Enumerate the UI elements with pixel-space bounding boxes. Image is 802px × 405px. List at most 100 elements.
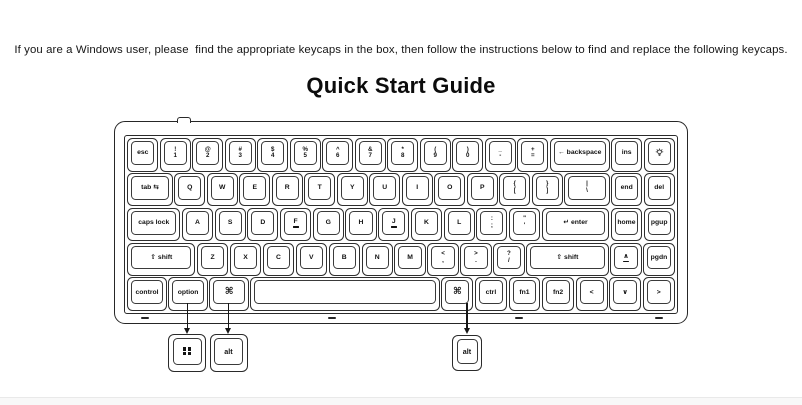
keycap-top: pgdn — [647, 245, 671, 270]
keycap-top: {[ — [503, 176, 527, 200]
key-backspace: ← backspace — [549, 138, 610, 172]
key-c: C — [262, 242, 295, 276]
keycap-top: &7 — [358, 141, 382, 165]
key-legend-top: + — [530, 145, 535, 153]
key-legend-bottom: = — [530, 152, 535, 160]
key-legend: P — [479, 184, 485, 192]
keycap-top: !1 — [163, 141, 187, 165]
keycap-top: I — [405, 176, 429, 200]
key-equal: += — [517, 138, 549, 172]
keycap-top: home — [614, 210, 639, 235]
key-tab: tab ⇆ — [127, 173, 173, 207]
key-y: Y — [336, 173, 368, 207]
keycap-top: ?/ — [497, 245, 521, 270]
keycap-top: H — [349, 210, 373, 235]
key-legend: ⌘ — [224, 286, 234, 298]
key-k: K — [410, 207, 443, 242]
key-8: *8 — [387, 138, 419, 172]
replace-arrow-head — [463, 328, 470, 334]
keycap-top — [172, 338, 202, 365]
key-legend-top: : — [490, 215, 493, 223]
key-i: I — [401, 173, 433, 207]
replacement-keycap-alt-left: alt — [209, 334, 248, 372]
keycap-top: )0 — [456, 141, 480, 165]
instruction-text: If you are a Windows user, please find t… — [14, 44, 788, 57]
key-legend-bottom: ' — [523, 221, 526, 229]
key-del: del — [643, 173, 675, 207]
keycap-top: ins — [615, 141, 639, 165]
key-legend: pgdn — [650, 253, 668, 261]
keycap-top: K — [414, 210, 439, 235]
key-9: (9 — [419, 138, 451, 172]
key-legend-top: { — [513, 180, 516, 188]
key-j: J — [378, 207, 410, 242]
key-legend: caps lock — [138, 218, 170, 226]
key-space — [250, 277, 440, 311]
key-o: O — [434, 173, 466, 207]
key-legend: ∧ — [623, 252, 629, 260]
key-legend-top: > — [474, 249, 478, 257]
keycap-top: @2 — [196, 141, 220, 165]
key-legend: pgup — [650, 218, 668, 226]
homing-bar — [292, 226, 299, 228]
key-legend: ← backspace — [557, 149, 602, 157]
key-l: L — [443, 207, 475, 242]
keyboard-foot — [655, 316, 663, 319]
key-legend: N — [374, 253, 380, 261]
key-5: %5 — [289, 138, 321, 172]
keycap-top: S — [218, 210, 242, 235]
key-arrow-left: < — [575, 277, 608, 311]
page-title: Quick Start Guide — [306, 73, 496, 98]
keycap-top: L — [447, 210, 471, 235]
key-shift-right: ⇧ shift — [526, 242, 609, 276]
key-command-right: ⌘ — [441, 277, 474, 311]
key-legend-bottom: ; — [490, 221, 493, 229]
key-minus: _- — [484, 138, 516, 172]
key-t: T — [304, 173, 336, 207]
keyboard-foot — [515, 316, 523, 319]
key-legend: Q — [187, 184, 193, 192]
key-legend: < — [589, 288, 594, 296]
key-legend: ctrl — [485, 288, 497, 296]
keycap-top: :; — [480, 210, 504, 235]
key-p: P — [466, 173, 498, 207]
key-n: N — [361, 242, 393, 276]
key-end: end — [611, 173, 643, 207]
keycap-top: pgup — [647, 210, 671, 235]
keycap-top: %5 — [293, 141, 317, 165]
keycap-top: P — [470, 176, 494, 200]
key-control: control — [127, 277, 167, 311]
key-legend: M — [407, 253, 413, 261]
key-legend: ⇧ shift — [556, 253, 579, 261]
key-0: )0 — [452, 138, 484, 172]
key-legend: alt — [462, 346, 472, 356]
key-esc: esc — [127, 138, 159, 172]
key-arrow-up: ∧ — [610, 242, 642, 276]
keycap-top: del — [647, 176, 671, 200]
key-legend: ⌘ — [452, 286, 462, 298]
key-legend: H — [358, 218, 364, 226]
key-legend: control — [135, 288, 159, 296]
key-legend: T — [317, 184, 322, 192]
key-command-left: ⌘ — [209, 277, 249, 311]
keycap-top — [647, 141, 671, 165]
key-legend-bottom: ] — [546, 186, 549, 194]
key-bracket-left: {[ — [499, 173, 531, 207]
key-legend-bottom: 5 — [303, 152, 307, 160]
key-b: B — [328, 242, 360, 276]
usb-port — [177, 117, 191, 123]
keycap-top: B — [332, 245, 356, 270]
key-legend: D — [260, 218, 266, 226]
key-arrow-right: > — [642, 277, 675, 311]
replace-arrow-line — [227, 303, 230, 329]
key-legend-top: # — [238, 145, 242, 153]
keycap-top: D — [251, 210, 275, 235]
key-a: A — [181, 207, 213, 242]
keycap-top: $4 — [261, 141, 285, 165]
keycap-top: ⌘ — [213, 280, 245, 305]
replace-arrow-head — [184, 328, 191, 334]
keycap-top: C — [266, 245, 291, 270]
